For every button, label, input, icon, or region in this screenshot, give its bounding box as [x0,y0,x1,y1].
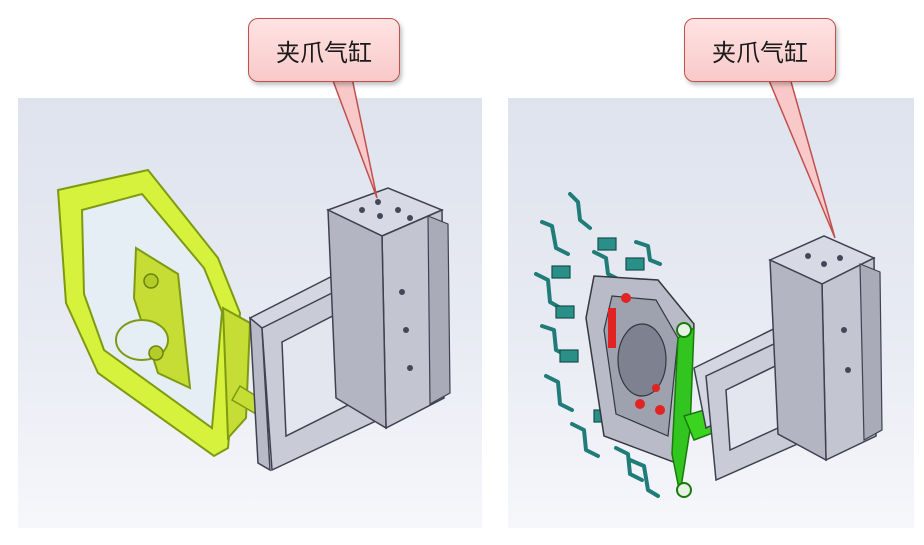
callout-right-text: 夹爪气缸 [712,38,808,67]
cylinder-block [768,235,883,462]
callout-right-label: 夹爪气缸 [684,18,836,82]
yellow-gripper-frame [56,168,252,458]
right-cad-render [534,192,883,498]
cylinder-block [326,187,451,430]
callout-left-text: 夹爪气缸 [276,38,372,67]
callout-left-label: 夹爪气缸 [248,18,400,82]
cad-view-left [18,98,482,528]
cad-view-right [508,98,914,528]
left-cad-render [56,168,451,472]
gray-plate-fixture [585,275,695,468]
